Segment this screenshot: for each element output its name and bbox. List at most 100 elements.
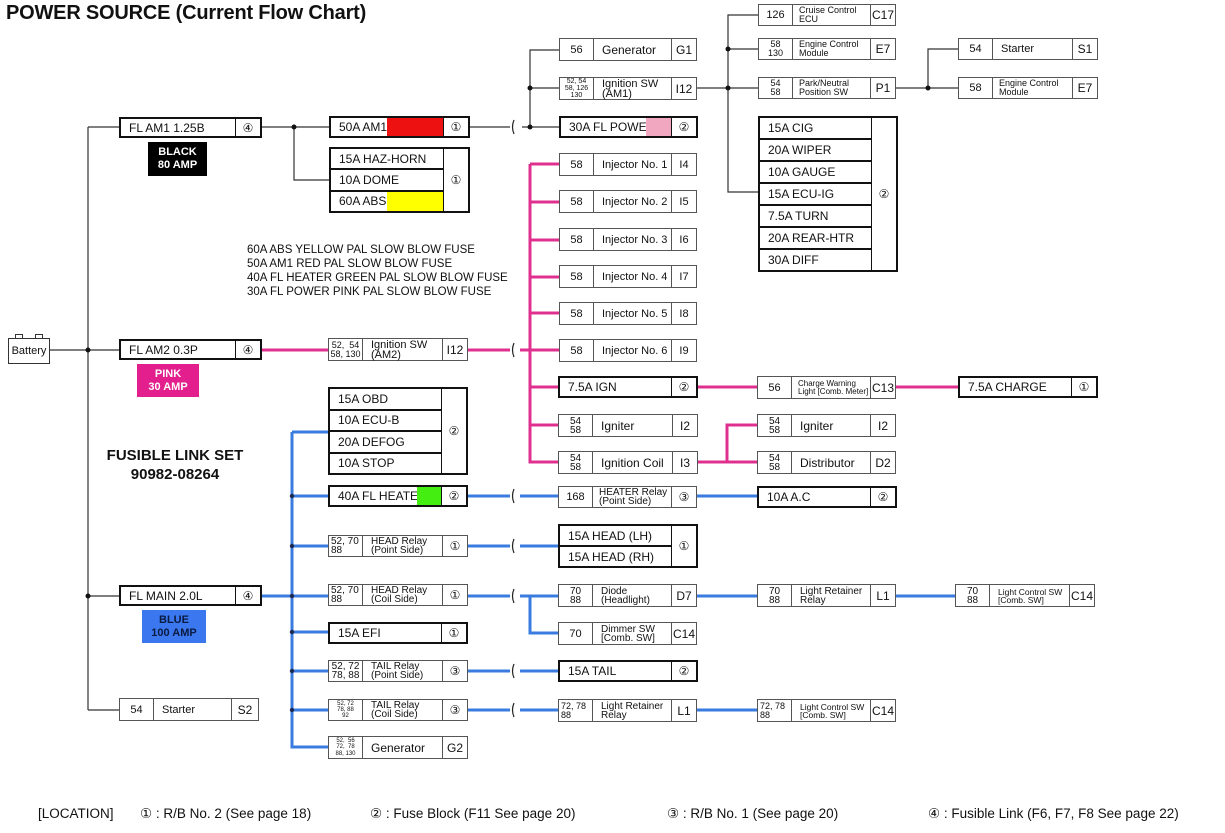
fuse-row[interactable]: 15A ECU-IG: [760, 184, 871, 206]
component-generator-g2[interactable]: 52, 56 72, 78 88, 130 Generator G2: [328, 736, 468, 759]
component-starter-s2[interactable]: 54 Starter S2: [119, 698, 259, 721]
fuse-row[interactable]: 20A WIPER: [760, 140, 871, 162]
fuse-row[interactable]: 20A REAR-HTR: [760, 228, 871, 250]
page-refs: 58: [560, 303, 594, 324]
fusible-link-main-name: FL MAIN 2.0L: [121, 587, 236, 604]
wire-blue-trunk: [290, 432, 330, 749]
component-light-control-sw-b[interactable]: 72, 78 88 Light Control SW [Comb. SW] C1…: [757, 699, 896, 722]
fuse-50a-am1[interactable]: 50A AM1 ①: [329, 116, 470, 138]
component-tail-relay-coil[interactable]: 52, 72 78, 88 92 TAIL Relay (Coil Side) …: [328, 699, 468, 721]
fuse-7-5a-ign[interactable]: 7.5A IGN ②: [558, 376, 698, 398]
page-refs: 54 58: [758, 415, 792, 436]
component-code: I7: [679, 270, 689, 283]
component-name: Diode (Headlight): [593, 585, 672, 606]
fusible-link-am2-name: FL AM2 0.3P: [121, 341, 236, 358]
fuse-30a-fl-power[interactable]: 30A FL POWER ②: [559, 116, 698, 138]
fuse-name: 15A EFI: [330, 624, 442, 642]
fuse-stack-rb2-top: 15A HAZ-HORN 10A DOME 60A ABS ①: [329, 147, 470, 213]
component-park-neutral-sw[interactable]: 54 58 Park/Neutral Position SW P1: [758, 77, 896, 99]
component-diode-headlight[interactable]: 70 88 Diode (Headlight) D7: [558, 584, 697, 607]
location-legend-item: ② : Fuse Block (F11 See page 20): [370, 806, 576, 821]
component-ignition-sw-am1[interactable]: 52, 54 58, 126 130 Ignition SW (AM1) I12: [559, 77, 697, 100]
fuse-row[interactable]: 10A ECU-B: [330, 411, 441, 432]
location-marker: ④: [242, 120, 254, 135]
page-refs: 72, 78 88: [758, 700, 792, 721]
component-name: Generator: [363, 737, 443, 758]
fuse-row[interactable]: 15A HEAD (LH): [560, 526, 671, 547]
fuse-row[interactable]: 10A DOME: [331, 170, 443, 192]
component-name: HEAD Relay (Coil Side): [363, 585, 443, 605]
fusible-link-am1[interactable]: FL AM1 1.25B ④: [119, 117, 262, 138]
battery: Battery: [8, 334, 50, 364]
component-injector-5[interactable]: 58 Injector No. 5 I8: [559, 302, 697, 325]
page-refs: 52, 54 58, 130: [329, 339, 363, 360]
page-refs: 54 58: [759, 78, 793, 98]
fuse-row[interactable]: 15A OBD: [330, 389, 441, 411]
component-starter-s1[interactable]: 54 Starter S1: [958, 38, 1098, 60]
component-engine-control-module-e7-b[interactable]: 58 Engine Control Module E7: [958, 77, 1098, 99]
fuse-10a-ac[interactable]: 10A A.C ②: [757, 486, 897, 508]
fuse-row[interactable]: 10A GAUGE: [760, 162, 871, 184]
component-generator-g1[interactable]: 56 Generator G1: [559, 38, 697, 61]
fuse-row[interactable]: 60A ABS: [331, 191, 443, 211]
component-name: Injector No. 3: [594, 229, 672, 250]
component-injector-3[interactable]: 58 Injector No. 3 I6: [559, 228, 697, 251]
component-light-retainer-relay[interactable]: 70 88 Light Retainer Relay L1: [757, 584, 896, 607]
fuse-color-red: [387, 118, 443, 136]
component-injector-4[interactable]: 58 Injector No. 4 I7: [559, 265, 697, 288]
component-code: D7: [676, 588, 692, 603]
page-refs: 70: [559, 623, 593, 644]
page-refs: 52, 72 78, 88 92: [329, 700, 363, 720]
component-tail-relay-point[interactable]: 52, 72 78, 88 TAIL Relay (Point Side) ③: [328, 660, 468, 682]
location-marker: ①: [448, 626, 460, 640]
component-name: TAIL Relay (Coil Side): [363, 700, 443, 720]
fusible-link-am2[interactable]: FL AM2 0.3P ④: [119, 339, 262, 360]
fuse-row[interactable]: 15A HAZ-HORN: [331, 149, 443, 171]
fuse-row[interactable]: 10A STOP: [338, 456, 395, 471]
component-code: E7: [875, 42, 891, 56]
component-head-relay-point[interactable]: 52, 70 88 HEAD Relay (Point Side) ①: [328, 535, 468, 557]
component-name: Igniter: [593, 415, 673, 436]
tag-amp: 80 AMP: [157, 159, 198, 171]
component-injector-6[interactable]: 58 Injector No. 6 I9: [559, 339, 697, 362]
battery-label: Battery: [11, 345, 47, 357]
component-distributor[interactable]: 54 58 Distributor D2: [757, 451, 896, 474]
component-cruise-control-ecu[interactable]: 126 Cruise Control ECU C17: [758, 4, 896, 26]
fusible-link-main[interactable]: FL MAIN 2.0L ④: [119, 585, 262, 606]
fuse-40a-fl-heater[interactable]: 40A FL HEATER ②: [328, 485, 468, 507]
component-head-relay-coil[interactable]: 52, 70 88 HEAD Relay (Coil Side) ①: [328, 584, 468, 606]
component-injector-2[interactable]: 58 Injector No. 2 I5: [559, 190, 697, 213]
blue-wires: [262, 430, 958, 749]
fuse-15a-efi[interactable]: 15A EFI ①: [328, 622, 468, 644]
component-igniter-b[interactable]: 54 58 Igniter I2: [757, 414, 896, 437]
wire-coil-to-distributor: [697, 423, 758, 464]
component-dimmer-sw[interactable]: 70 Dimmer SW [Comb. SW] C14: [558, 622, 697, 645]
fuse-row[interactable]: 15A CIG: [760, 118, 871, 140]
fuse-row[interactable]: 7.5A TURN: [760, 206, 871, 228]
component-heater-relay[interactable]: 168 HEATER Relay (Point Side) ③: [558, 486, 697, 508]
fusible-link-am1-name: FL AM1 1.25B: [121, 119, 236, 136]
component-igniter[interactable]: 54 58 Igniter I2: [558, 414, 698, 437]
component-charge-warning-light[interactable]: 56 Charge Warning Light [Comb. Meter] C1…: [757, 376, 896, 399]
page-refs: 54 58: [559, 415, 593, 436]
component-name: Charge Warning Light [Comb. Meter]: [792, 377, 871, 398]
component-code: P1: [875, 81, 891, 95]
component-ignition-coil[interactable]: 54 58 Ignition Coil I3: [558, 451, 698, 474]
component-injector-1[interactable]: 58 Injector No. 1 I4: [559, 153, 697, 176]
location-marker: ②: [878, 187, 890, 201]
fuse-15a-tail[interactable]: 15A TAIL ②: [558, 660, 698, 682]
component-engine-control-module-e7[interactable]: 58 130 Engine Control Module E7: [758, 38, 896, 60]
component-light-retainer-relay-b[interactable]: 72, 78 88 Light Retainer Relay L1: [558, 699, 697, 722]
component-ignition-sw-am2[interactable]: 52, 54 58, 130 Ignition SW (AM2) I12: [328, 338, 468, 361]
fuse-row[interactable]: 15A HEAD (RH): [568, 549, 655, 564]
page-refs: 56: [560, 39, 594, 60]
fuse-row[interactable]: 30A DIFF: [768, 253, 819, 267]
component-name: Engine Control Module: [793, 39, 871, 59]
fuse-row[interactable]: 20A DEFOG: [330, 432, 441, 454]
component-light-control-sw[interactable]: 70 88 Light Control SW [Comb. SW] C14: [955, 584, 1095, 607]
component-name: TAIL Relay (Point Side): [363, 661, 443, 681]
tag-color: PINK: [154, 367, 182, 380]
location-marker: ②: [877, 490, 889, 504]
fuse-7-5a-charge[interactable]: 7.5A CHARGE ①: [958, 376, 1098, 398]
